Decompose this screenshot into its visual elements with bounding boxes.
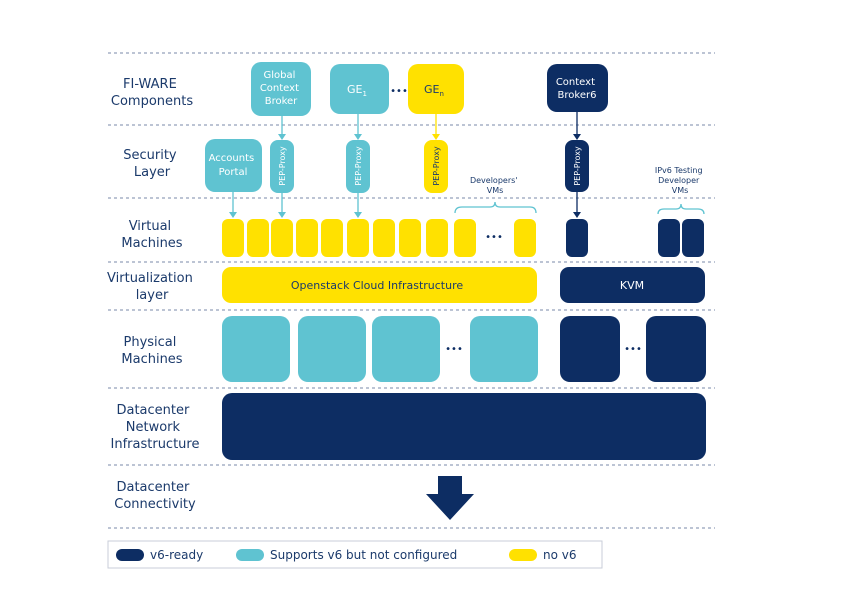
legend-swatch-supports-v6 — [236, 549, 264, 561]
physical-machine — [470, 316, 538, 382]
layer-label-fiware: FI-WARE Components — [111, 77, 193, 109]
pep-proxy-label: PEP-Proxy — [573, 146, 582, 186]
legend-label-no-v6: no v6 — [543, 548, 577, 562]
pep-proxy-label: PEP-Proxy — [432, 146, 441, 186]
arrowhead — [229, 212, 237, 218]
pep-proxy-label: PEP-Proxy — [278, 146, 287, 186]
components-ellipsis: ••• — [390, 86, 408, 97]
vm-yellow — [271, 219, 293, 257]
ipv6-testing-vms-label: IPv6 Testing Developer VMs — [655, 166, 705, 195]
vm-yellow — [426, 219, 448, 257]
kvm-label: KVM — [620, 279, 644, 292]
pep-proxy-label: PEP-Proxy — [354, 146, 363, 186]
pep-proxy-box — [424, 140, 448, 193]
gen-label: GEn — [424, 83, 444, 98]
global-context-broker-label: Global Context Broker — [260, 70, 302, 107]
security-connectors — [229, 192, 581, 218]
legend-label-v6-ready: v6-ready — [150, 548, 203, 562]
virtual-machines: ••• — [222, 219, 704, 257]
vm-navy — [682, 219, 704, 257]
physical-machine — [646, 316, 706, 382]
layer-label-network: Datacenter Network Infrastructure — [111, 403, 200, 452]
physical-ellipsis: ••• — [624, 344, 642, 355]
datacenter-network-bar — [222, 393, 706, 460]
pep-proxy-box — [346, 140, 370, 193]
layer-label-physical: Physical Machines — [121, 335, 182, 367]
gen-box — [408, 64, 464, 114]
arrowhead — [354, 134, 362, 140]
physical-machine — [372, 316, 440, 382]
vm-navy — [658, 219, 680, 257]
accounts-portal-label: Accounts Portal — [209, 153, 258, 178]
ge1-box — [330, 64, 389, 114]
vm-yellow — [399, 219, 421, 257]
legend-swatch-no-v6 — [509, 549, 537, 561]
physical-machine — [298, 316, 366, 382]
ipv6-testing-brace — [657, 203, 705, 215]
arrowhead — [573, 212, 581, 218]
developers-vms-label: Developers' VMs — [470, 176, 520, 195]
physical-ellipsis: ••• — [445, 344, 463, 355]
physical-machine — [560, 316, 620, 382]
openstack-label: Openstack Cloud Infrastructure — [291, 279, 463, 292]
security-layer: Accounts Portal PEP-Proxy PEP-Proxy PEP-… — [205, 139, 705, 215]
arrowhead — [278, 212, 286, 218]
component-connectors — [278, 112, 581, 140]
physical-machine — [222, 316, 290, 382]
vm-yellow — [247, 219, 269, 257]
ge1-label: GE1 — [347, 83, 367, 98]
pep-proxy-box — [270, 140, 294, 193]
openstack-bar — [222, 267, 537, 303]
arrowhead — [432, 134, 440, 140]
vm-navy — [566, 219, 588, 257]
layer-separators — [108, 52, 715, 529]
virtualization-layer: Openstack Cloud Infrastructure KVM — [222, 267, 705, 303]
legend-swatch-v6-ready — [116, 549, 144, 561]
legend: v6-ready Supports v6 but not configured … — [107, 540, 603, 569]
down-arrow-icon — [426, 476, 474, 520]
context-broker6-label: Context Broker6 — [556, 77, 598, 101]
layer-label-security: Security Layer — [123, 148, 181, 180]
vm-ellipsis: ••• — [485, 232, 503, 243]
fiware-components: Global Context Broker GE1 ••• GEn Contex… — [251, 62, 608, 116]
vm-yellow — [347, 219, 369, 257]
arrowhead — [278, 134, 286, 140]
arrowhead — [354, 212, 362, 218]
arrowhead — [573, 134, 581, 140]
vm-yellow — [296, 219, 318, 257]
vm-yellow — [222, 219, 244, 257]
vm-yellow — [321, 219, 343, 257]
vm-yellow — [454, 219, 476, 257]
layer-label-virtual-machines: Virtual Machines — [121, 219, 182, 251]
layer-label-virtualization: Virtualization layer — [107, 271, 197, 303]
developers-vms-brace — [454, 201, 537, 214]
context-broker6-box — [547, 64, 608, 112]
vm-yellow — [373, 219, 395, 257]
physical-machines: ••• ••• — [222, 316, 706, 382]
global-context-broker-box — [251, 62, 311, 116]
accounts-portal-box — [205, 139, 262, 192]
kvm-bar — [560, 267, 705, 303]
vm-yellow — [514, 219, 536, 257]
layer-label-connectivity: Datacenter Connectivity — [114, 480, 196, 512]
pep-proxy-box — [565, 140, 589, 192]
legend-label-supports-v6: Supports v6 but not configured — [270, 548, 457, 562]
layer-labels: FI-WARE Components Security Layer Virtua… — [107, 77, 199, 512]
